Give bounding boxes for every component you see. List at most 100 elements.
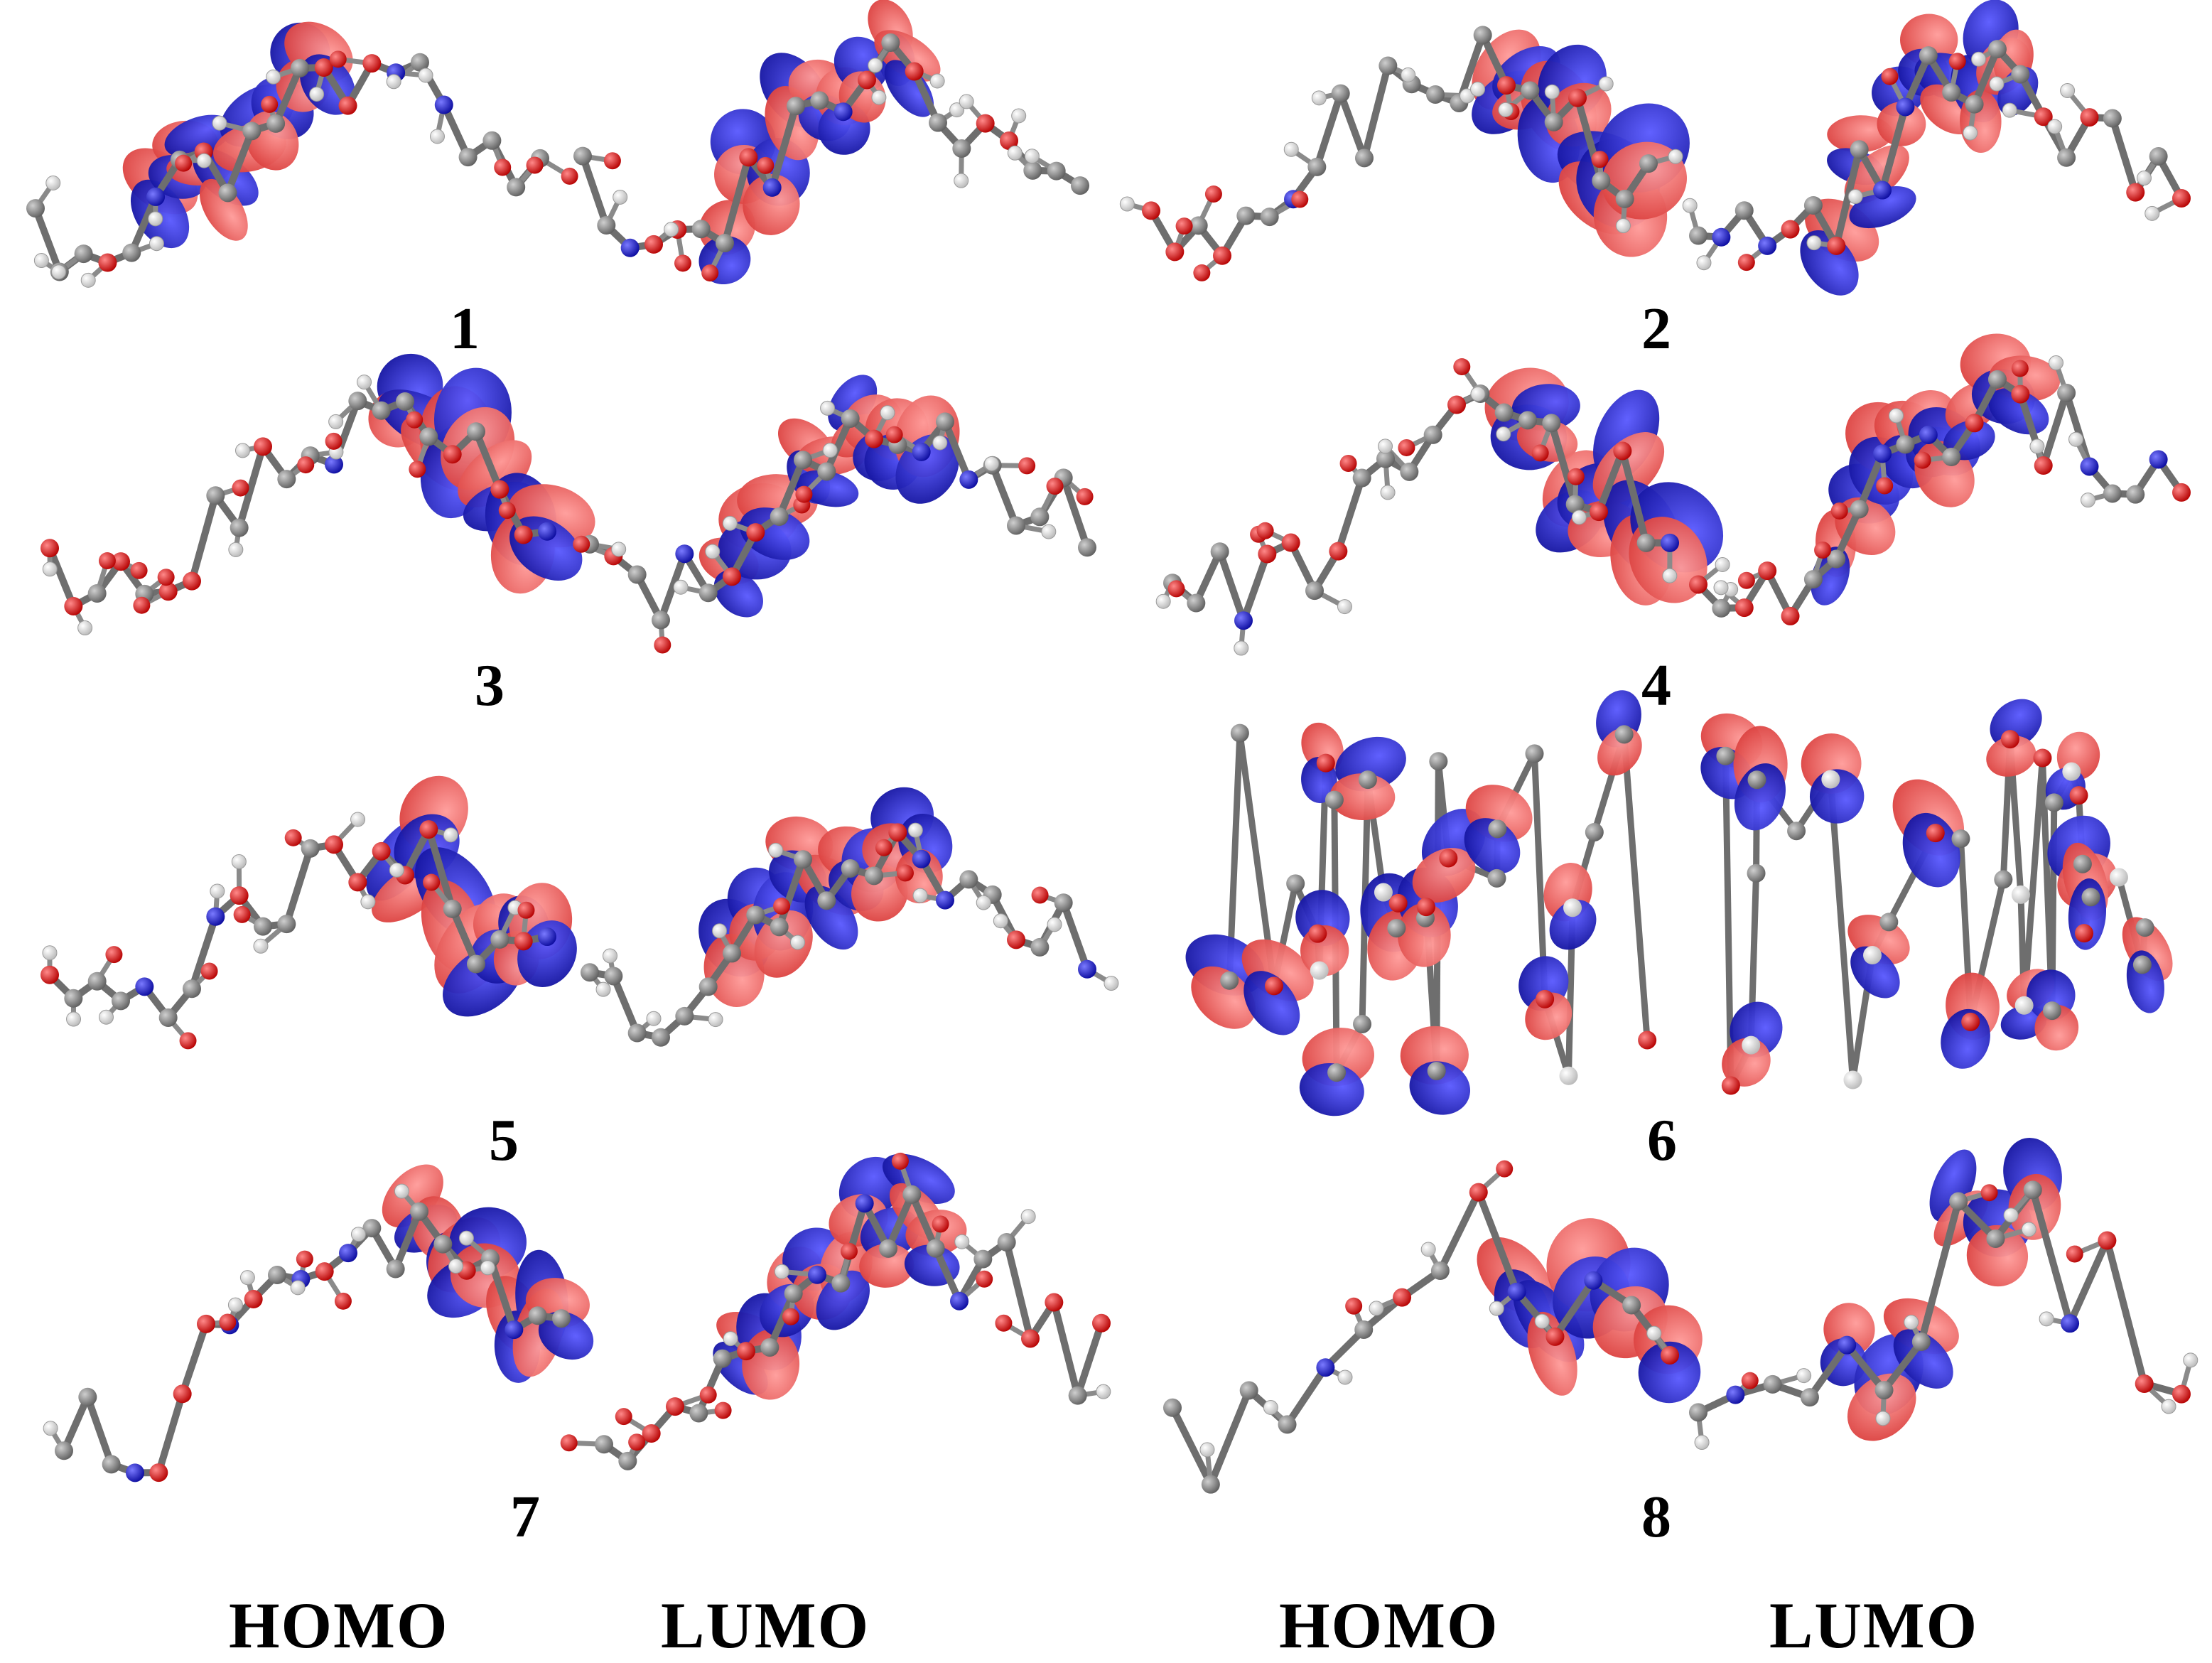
atom	[1324, 790, 1344, 809]
carbon-atom	[158, 1008, 178, 1027]
bond	[1337, 90, 1368, 162]
oxygen-atom	[1734, 598, 1754, 618]
oxygen-atom	[315, 1262, 334, 1281]
hydrogen-atom	[1155, 593, 1171, 609]
orbital-lobe-positive	[754, 910, 813, 978]
bond	[1901, 52, 1932, 111]
oxygen-atom	[423, 873, 441, 891]
oxygen-atom	[233, 905, 251, 923]
hydrogen-atom	[148, 211, 163, 227]
oxygen-atom	[1076, 488, 1094, 505]
nitrogen-atom	[959, 470, 978, 489]
oxygen-atom	[230, 886, 249, 905]
carbon-atom	[1942, 82, 1961, 102]
oxygen-atom	[1737, 571, 1755, 589]
orbital-lobes	[1820, 1138, 2062, 1441]
bond	[885, 1190, 916, 1252]
atom	[1563, 898, 1582, 917]
orbital-lobe-negative	[816, 1270, 870, 1330]
atom	[2011, 885, 2030, 904]
hydrogen-atom	[239, 1270, 255, 1286]
orbital-lobe-positive	[1412, 848, 1476, 903]
oxygen-atom	[406, 411, 423, 429]
carbon-atom	[482, 131, 502, 150]
hydrogen-atom	[1024, 149, 1040, 164]
carbon-atom	[467, 422, 485, 441]
hydrogen-atom	[2049, 355, 2064, 371]
oxygen-atom	[219, 1313, 237, 1331]
orbital-lobe-positive	[1827, 115, 1893, 153]
orbital-lobe-positive	[1191, 966, 1256, 1029]
carbon-atom	[290, 58, 309, 77]
orbital-panel-7-lumo	[560, 1152, 1111, 1470]
hydrogen-atom	[1496, 426, 1511, 442]
hydrogen-atom	[1007, 145, 1023, 161]
nitrogen-atom	[126, 1463, 144, 1482]
orbital-lobe-negative	[1734, 763, 1786, 831]
bond	[188, 492, 220, 585]
carbon-atom	[1987, 40, 2007, 59]
nitrogen-atom	[1316, 1358, 1335, 1377]
atom	[1994, 870, 2013, 889]
oxygen-atom	[183, 571, 201, 591]
carbon-atom	[102, 1455, 121, 1474]
hydrogen-atom	[1615, 218, 1631, 234]
bond	[1855, 450, 1887, 513]
bond	[932, 1244, 963, 1305]
oxygen-atom	[1092, 1313, 1111, 1333]
carbon-atom	[1592, 171, 1611, 190]
hydrogen-atom	[2060, 83, 2076, 99]
carbon-atom	[218, 183, 237, 203]
hydrogen-atom	[1904, 1315, 1919, 1330]
hydrogen-atom	[954, 173, 969, 188]
atom	[1353, 1014, 1372, 1033]
oxygen-atom	[105, 946, 123, 964]
oxygen-atom	[490, 480, 509, 499]
hydrogen-atom	[149, 236, 164, 252]
bond	[1970, 45, 2001, 108]
bond	[224, 127, 256, 197]
carbon-atom	[1919, 46, 1938, 65]
oxygen-atom	[1965, 414, 1984, 433]
oxygen-atom	[1827, 236, 1846, 255]
oxygen-atom	[338, 96, 357, 115]
carbon-atom	[1078, 538, 1096, 557]
orbital-panel-8-lumo	[1689, 1138, 2198, 1451]
hydrogen-atom	[993, 913, 1008, 929]
carbon-atom	[1426, 85, 1445, 104]
atom	[1716, 746, 1735, 765]
hydrogen-atom	[227, 1297, 243, 1313]
carbon-atom	[595, 1435, 613, 1454]
oxygen-atom	[1781, 220, 1800, 239]
molecule	[41, 375, 556, 636]
orbital-lobe-positive	[743, 173, 800, 235]
hydrogen-atom	[1696, 255, 1712, 271]
hydrogen-atom	[871, 90, 887, 105]
bond	[610, 972, 641, 1037]
bond	[473, 428, 504, 493]
bond	[1192, 548, 1224, 607]
carbon-atom	[112, 991, 130, 1011]
hydrogen-atom	[2002, 102, 2017, 118]
hydrogen-atom	[33, 253, 49, 269]
bond	[1474, 1188, 1521, 1296]
hydrogen-atom	[1971, 51, 1987, 67]
hydrogen-atom	[1489, 1301, 1504, 1316]
oxygen-atom	[1142, 201, 1160, 220]
atom	[2075, 924, 2094, 943]
oxygen-atom	[314, 58, 333, 77]
oxygen-atom	[98, 552, 116, 570]
orbital-lobe-negative	[1902, 812, 1960, 888]
bond	[1619, 447, 1650, 547]
hydrogen-atom	[1041, 524, 1057, 539]
hydrogen-atom	[723, 1331, 738, 1347]
carbon-atom	[1518, 411, 1537, 430]
carbon-atom	[1379, 56, 1398, 75]
carbon-atom	[277, 470, 296, 489]
atom	[1416, 898, 1435, 917]
carbon-atom	[1850, 500, 1869, 519]
carbon-atom	[1201, 1475, 1220, 1494]
carbon-atom	[1712, 598, 1731, 618]
atom	[1536, 989, 1555, 1008]
